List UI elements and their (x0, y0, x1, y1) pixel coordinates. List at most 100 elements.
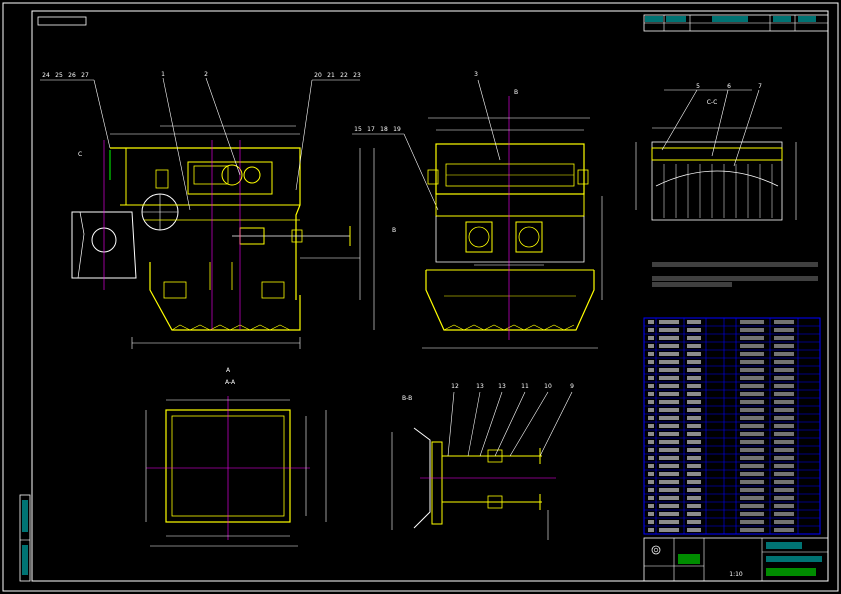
bom-cell-material (740, 472, 764, 476)
bom-cell-code (659, 512, 679, 516)
bom-cell-code (659, 520, 679, 524)
bom-cell-code (659, 392, 679, 396)
top-right-title-strip (643, 14, 829, 32)
bom-cell-index (648, 520, 654, 524)
bom-cell-code (659, 336, 679, 340)
balloon-7: 7 (758, 83, 762, 90)
left-vertical-strip (19, 494, 31, 582)
bom-cell-weight (774, 432, 794, 436)
bom-cell-name (687, 432, 701, 436)
bom-cell-weight (774, 448, 794, 452)
bom-cell-code (659, 448, 679, 452)
bom-cell-name (687, 392, 701, 396)
balloon-13a: 13 (476, 383, 484, 390)
balloon-19: 19 (393, 126, 401, 133)
bom-cell-name (687, 512, 701, 516)
bom-cell-code (659, 376, 679, 380)
bom-cell-code (659, 488, 679, 492)
bom-cell-weight (774, 496, 794, 500)
bom-cell-index (648, 320, 654, 324)
bom-cell-index (648, 448, 654, 452)
bom-cell-name (687, 384, 701, 388)
section-mark-b-right: B (392, 227, 396, 234)
bom-cell-material (740, 456, 764, 460)
bom-cell-name (687, 480, 701, 484)
section-mark-c-left: C (78, 151, 82, 158)
balloon-26: 26 (68, 72, 76, 79)
section-cc-view: 5 6 7 C-C (635, 83, 797, 221)
bom-cell-weight (774, 344, 794, 348)
title-block: 1:10 (643, 537, 829, 582)
section-mark-a-bottom: A (226, 367, 231, 374)
bom-cell-weight (774, 520, 794, 524)
section-bb-view: 12 13 13 11 10 9 B-B (391, 383, 574, 540)
bom-cell-material (740, 408, 764, 412)
bom-cell-weight (774, 488, 794, 492)
balloon-1: 1 (161, 71, 165, 78)
balloon-18: 18 (380, 126, 388, 133)
bom-cell-code (659, 504, 679, 508)
bom-cell-name (687, 424, 701, 428)
bom-cell-material (740, 360, 764, 364)
balloon-20: 20 (314, 72, 322, 79)
bom-cell-code (659, 464, 679, 468)
bom-cell-material (740, 440, 764, 444)
bom-cell-code (659, 480, 679, 484)
bom-cell-code (659, 528, 679, 532)
bom-cell-code (659, 424, 679, 428)
bom-cell-weight (774, 528, 794, 532)
bom-cell-name (687, 328, 701, 332)
bom-cell-material (740, 392, 764, 396)
bom-cell-name (687, 440, 701, 444)
bom-cell-index (648, 360, 654, 364)
bom-cell-material (740, 352, 764, 356)
bom-cell-weight (774, 368, 794, 372)
bom-cell-code (659, 432, 679, 436)
bom-cell-weight (774, 320, 794, 324)
side-elevation-view: 3 B (422, 71, 603, 349)
section-aa-view: A-A (145, 379, 327, 547)
bom-cell-material (740, 344, 764, 348)
bom-cell-name (687, 408, 701, 412)
bom-cell-name (687, 496, 701, 500)
bom-cell-code (659, 320, 679, 324)
bom-cell-name (687, 472, 701, 476)
bom-cell-code (659, 352, 679, 356)
bom-cell-index (648, 496, 654, 500)
bom-cell-index (648, 440, 654, 444)
bom-cell-weight (774, 392, 794, 396)
balloon-15: 15 (354, 126, 362, 133)
bom-cell-index (648, 528, 654, 532)
bom-cell-weight (774, 328, 794, 332)
bom-cell-material (740, 416, 764, 420)
bom-cell-index (648, 392, 654, 396)
bom-cell-index (648, 432, 654, 436)
balloon-2: 2 (204, 71, 208, 78)
bom-cell-index (648, 464, 654, 468)
bom-cell-code (659, 408, 679, 412)
bom-cell-weight (774, 472, 794, 476)
bom-cell-weight (774, 336, 794, 340)
bom-cell-material (740, 424, 764, 428)
bom-cell-material (740, 328, 764, 332)
bom-cell-material (740, 336, 764, 340)
bom-cell-code (659, 440, 679, 444)
bom-cell-material (740, 464, 764, 468)
bom-cell-material (740, 520, 764, 524)
balloon-3: 3 (474, 71, 478, 78)
bom-cell-weight (774, 504, 794, 508)
bom-cell-code (659, 344, 679, 348)
bom-cell-name (687, 520, 701, 524)
front-view-balloons: 24 25 26 27 1 2 20 21 22 23 15 17 18 19 … (40, 71, 439, 374)
bom-cell-name (687, 368, 701, 372)
bom-cell-weight (774, 376, 794, 380)
bom-cell-index (648, 368, 654, 372)
bom-cell-weight (774, 352, 794, 356)
bom-cell-index (648, 456, 654, 460)
front-elevation-view (71, 125, 375, 349)
bom-cell-name (687, 456, 701, 460)
balloon-6: 6 (727, 83, 731, 90)
bom-cell-index (648, 376, 654, 380)
balloon-5: 5 (696, 83, 700, 90)
bom-cell-code (659, 456, 679, 460)
